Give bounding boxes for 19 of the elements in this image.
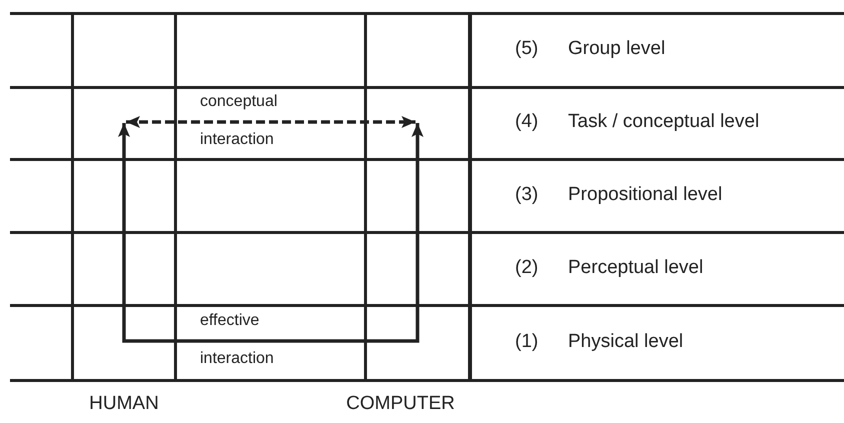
arrow	[118, 123, 424, 343]
interaction-label: effective	[200, 312, 260, 330]
level-number: (5)	[515, 38, 538, 60]
level-number: (3)	[515, 184, 538, 206]
column-heading: COMPUTER	[346, 393, 455, 415]
level-name: Task / conceptual level	[568, 111, 760, 133]
level-name: Physical level	[568, 330, 684, 352]
level-band	[470, 304, 844, 382]
level-number: (1)	[515, 330, 538, 352]
level-name: Propositional level	[568, 184, 722, 206]
column-heading: HUMAN	[89, 393, 159, 415]
interaction-label: interaction	[200, 131, 274, 149]
interaction-label: conceptual	[200, 93, 278, 111]
level-name: Perceptual level	[568, 256, 704, 278]
interaction-label: interaction	[200, 350, 274, 368]
dashed-arrow	[126, 116, 416, 128]
level-name: Group level	[568, 38, 666, 60]
level-number: (2)	[515, 256, 538, 278]
level-number: (4)	[515, 111, 538, 133]
